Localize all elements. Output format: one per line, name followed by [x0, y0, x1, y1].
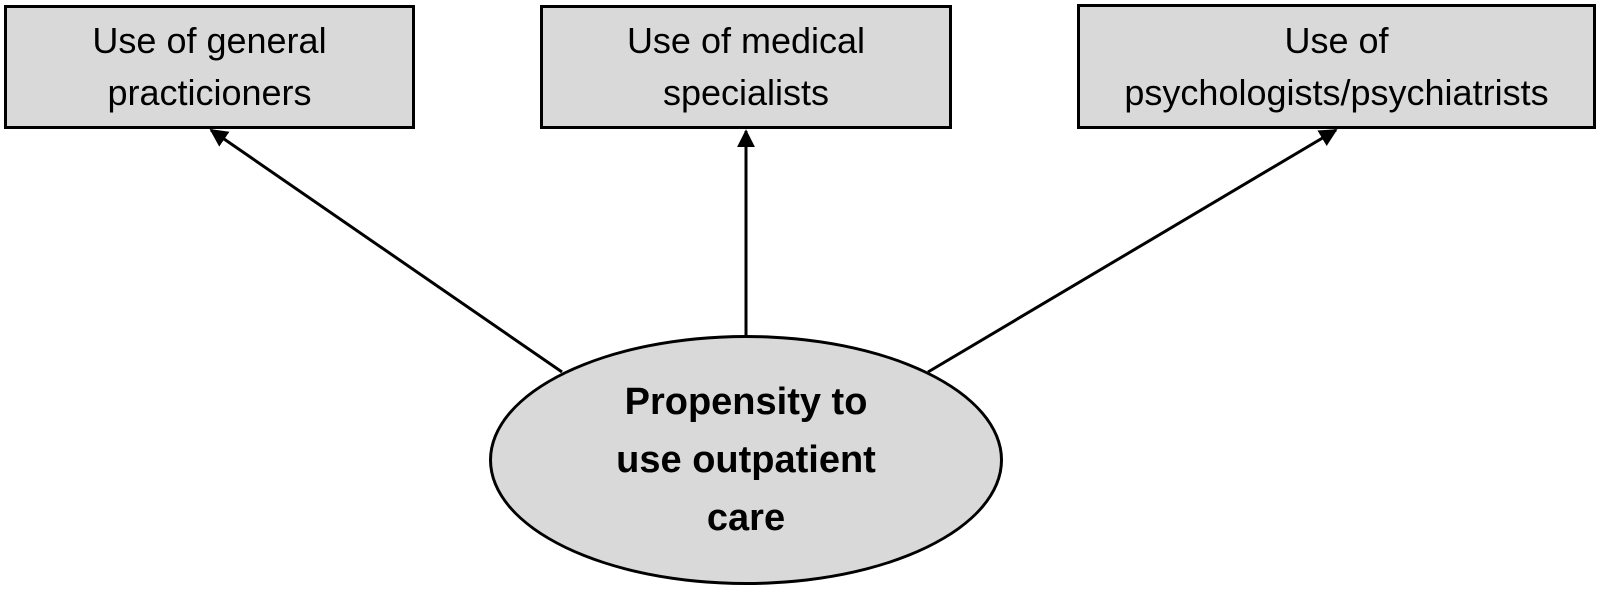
label-line: Use of general: [92, 20, 327, 61]
arrow-to-psychologists: [927, 128, 1338, 374]
label-line: specialists: [662, 72, 830, 113]
psychologists-label: Use of psychologists/psychiatrists: [1124, 15, 1548, 119]
medical-specialists-label: Use of medical specialists: [627, 15, 865, 119]
label-line: Use of: [1284, 19, 1389, 61]
psychologists-box: Use of psychologists/psychiatrists: [1077, 4, 1596, 129]
propensity-ellipse: Propensity to use outpatient care: [489, 335, 1003, 585]
medical-specialists-box: Use of medical specialists: [540, 5, 952, 129]
label-line: Propensity to: [624, 381, 868, 423]
general-practitioners-label: Use of general practicioners: [92, 15, 326, 119]
propensity-label: Propensity to use outpatient care: [616, 373, 876, 547]
general-practitioners-box: Use of general practicioners: [4, 5, 415, 129]
label-line: psychologists/psychiatrists: [1124, 71, 1549, 113]
arrow-to-general-practitioners: [209, 128, 563, 374]
label-line: care: [706, 497, 786, 539]
label-line: Use of medical: [626, 20, 866, 61]
label-line: use outpatient: [616, 439, 876, 481]
label-line: practicioners: [107, 72, 312, 113]
